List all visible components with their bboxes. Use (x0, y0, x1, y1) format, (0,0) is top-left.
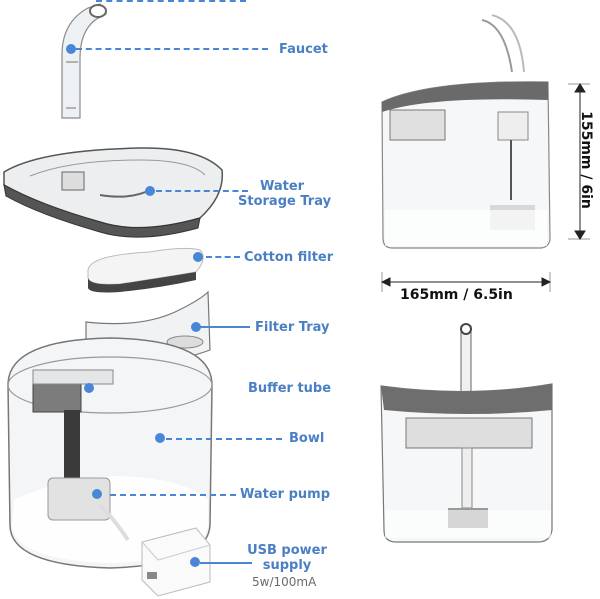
width-dimension-arrow (380, 272, 552, 292)
height-dimension-label: 155mm / 6in (578, 111, 594, 209)
filter-tray-label: Filter Tray (255, 320, 330, 335)
filter-tray-marker (191, 322, 201, 332)
cotton-filter-marker (193, 252, 203, 262)
water-storage-tray-marker (145, 186, 155, 196)
usb-power-supply-spec: 5w/100mA (252, 575, 317, 589)
front-view-fountain (380, 323, 553, 543)
cotton-filter-label: Cotton filter (244, 250, 334, 265)
usb-power-supply-marker (190, 557, 200, 567)
water-storage-tray-part (3, 147, 224, 238)
water-storage-tray-label-line1: Water (259, 179, 305, 194)
buffer-tube-marker (84, 383, 94, 393)
water-storage-tray-label-line2: Storage Tray (238, 194, 332, 209)
side-view-fountain (381, 14, 551, 249)
cotton-filter-leader (206, 256, 240, 258)
height-dimension-arrow (568, 83, 590, 240)
usb-power-supply-leader (200, 562, 252, 564)
water-storage-tray-label: Water Storage Tray (238, 179, 332, 209)
water-pump-label: Water pump (240, 487, 331, 502)
usb-power-supply-label-line2: supply (262, 558, 312, 573)
bowl-label: Bowl (289, 431, 325, 446)
usb-power-supply-label: USB power supply (242, 543, 332, 573)
filter-tray-leader (200, 326, 250, 328)
faucet-label: Faucet (279, 42, 328, 57)
water-storage-tray-leader (156, 190, 248, 192)
water-pump-leader (110, 494, 236, 496)
faucet-marker (66, 44, 76, 54)
buffer-tube-label: Buffer tube (248, 381, 332, 396)
cotton-filter-part (87, 247, 204, 293)
faucet-leader (76, 48, 268, 50)
faucet-part (61, 3, 107, 119)
bowl-leader (166, 438, 282, 440)
bowl-marker (155, 433, 165, 443)
usb-power-supply-label-line1: USB power (247, 543, 327, 558)
width-dimension-label: 165mm / 6.5in (400, 287, 513, 303)
buffer-tube-leader (96, 0, 246, 2)
usb-power-supply-part (141, 527, 211, 597)
water-pump-marker (92, 489, 102, 499)
